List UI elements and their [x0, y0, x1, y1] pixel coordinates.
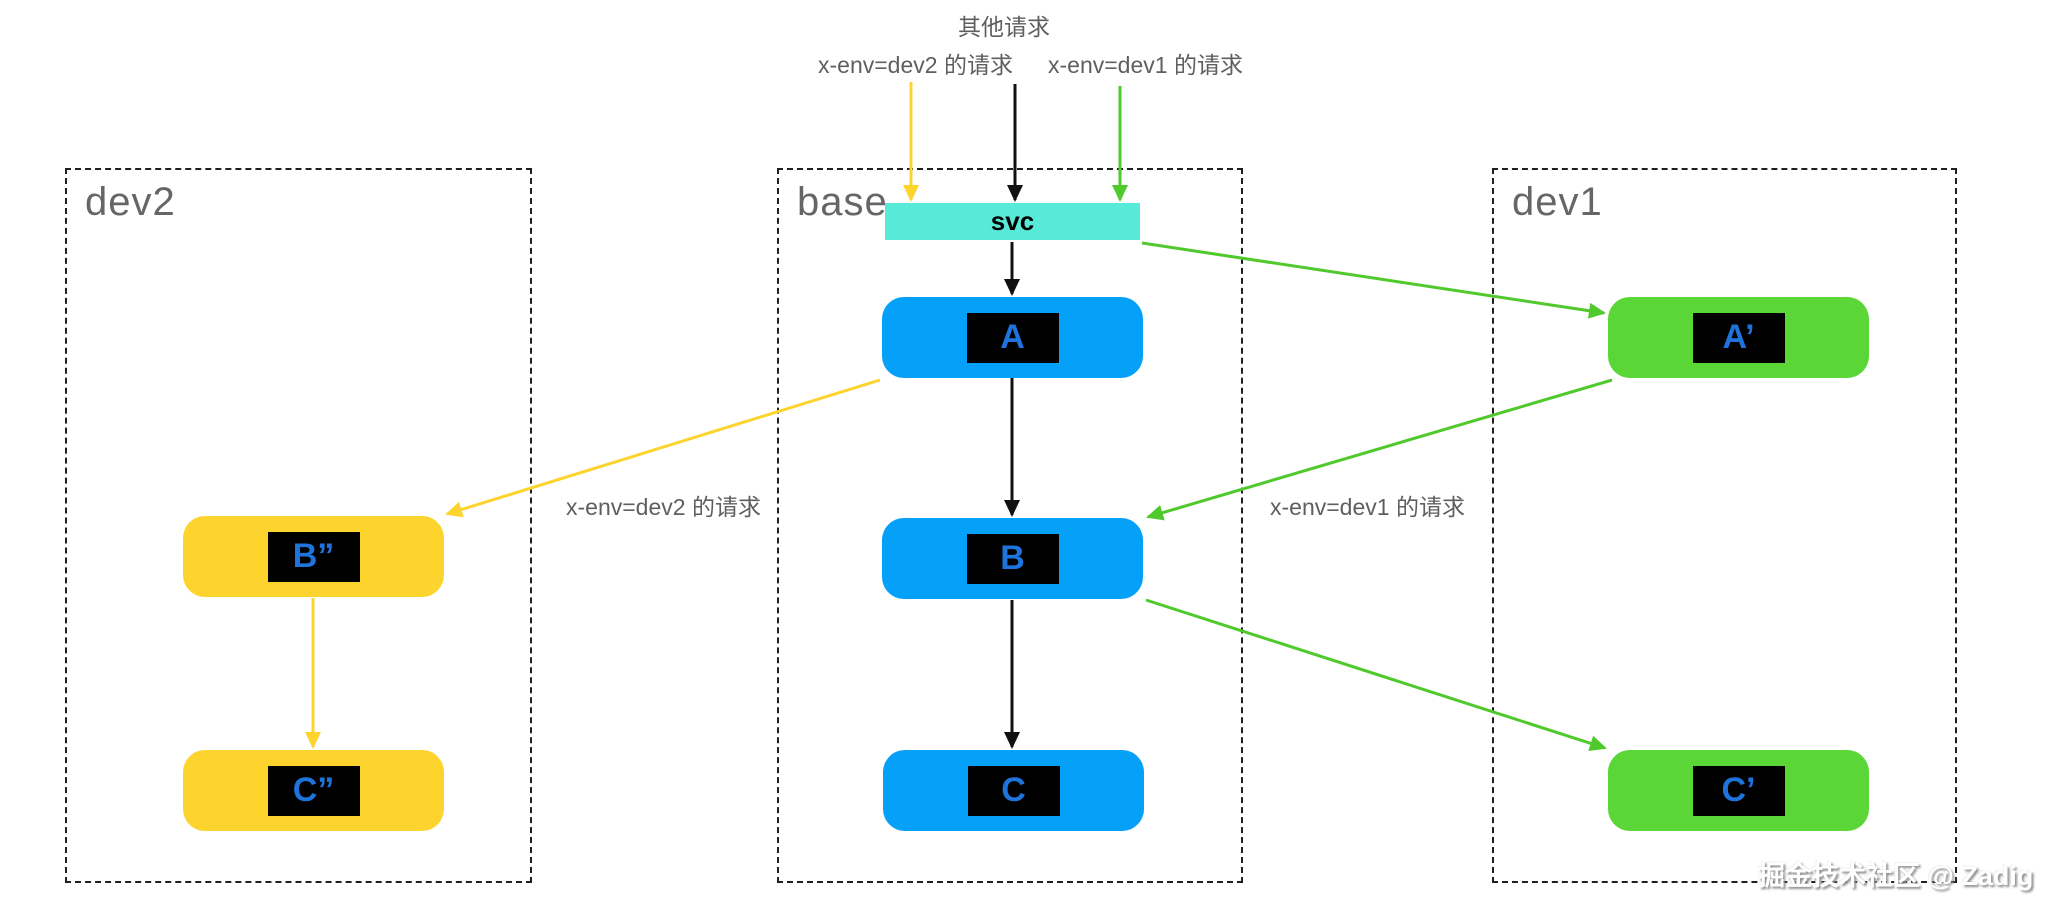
node-svc-label: svc [990, 206, 1035, 236]
node-b: B [882, 518, 1143, 599]
env-box-dev2: dev2 [65, 168, 532, 883]
node-c-double-prime-label: C” [267, 765, 360, 816]
node-c-double-prime: C” [183, 750, 444, 831]
node-b-label: B [966, 533, 1059, 584]
env-label-dev1: dev1 [1512, 180, 1603, 224]
label-dev1-request-top: x-env=dev1 的请求 [1048, 52, 1243, 78]
node-a-label: A [966, 312, 1059, 363]
node-a-prime: A’ [1608, 297, 1869, 378]
label-dev1-request-mid: x-env=dev1 的请求 [1270, 494, 1465, 520]
node-a: A [882, 297, 1143, 378]
node-b-double-prime-label: B” [267, 531, 360, 582]
label-dev2-request-mid: x-env=dev2 的请求 [566, 494, 761, 520]
label-other-requests: 其他请求 [958, 14, 1050, 40]
node-a-prime-label: A’ [1692, 312, 1785, 363]
label-dev2-request-top: x-env=dev2 的请求 [818, 52, 1013, 78]
node-c: C [883, 750, 1144, 831]
node-c-label: C [967, 765, 1060, 816]
node-b-double-prime: B” [183, 516, 444, 597]
env-label-base: base [797, 180, 888, 224]
watermark: 掘金技术社区 @ Zadig [1758, 861, 2034, 891]
node-c-prime: C’ [1608, 750, 1869, 831]
env-box-base: base [777, 168, 1243, 883]
env-label-dev2: dev2 [85, 180, 176, 224]
node-svc: svc [885, 203, 1140, 240]
env-box-dev1: dev1 [1492, 168, 1957, 883]
node-c-prime-label: C’ [1692, 765, 1785, 816]
